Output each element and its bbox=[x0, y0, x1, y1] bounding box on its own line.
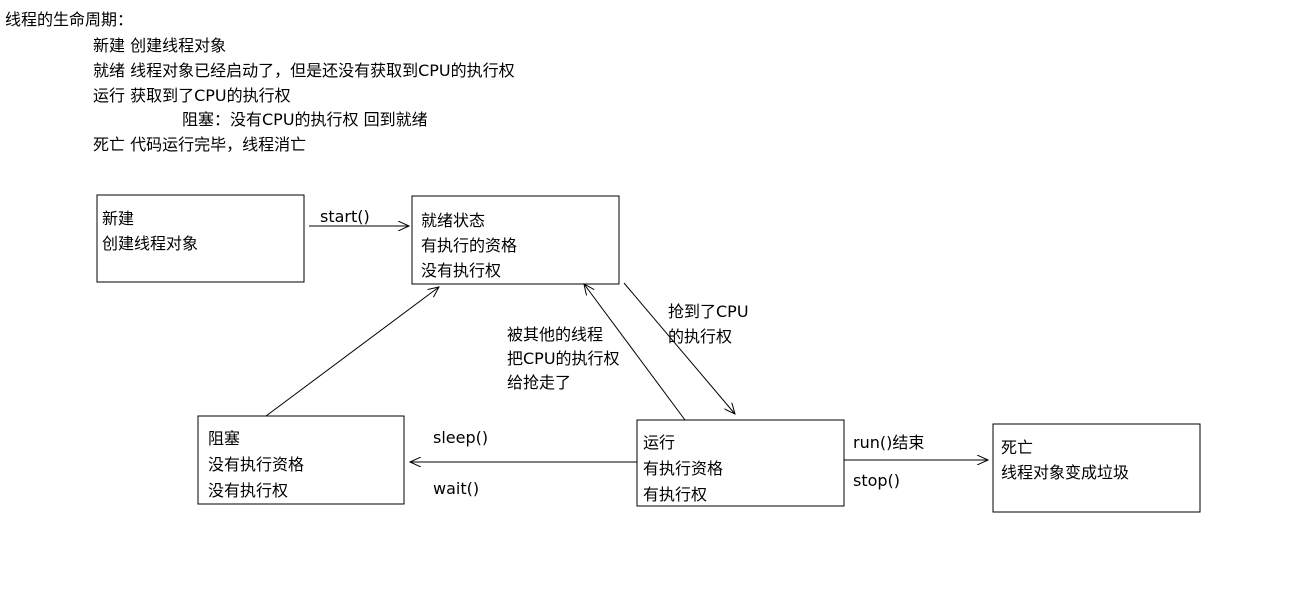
arrow-blocked-to-ready bbox=[265, 287, 439, 417]
lifecycle-notes: 线程的生命周期： 新建 创建线程对象 就绪 线程对象已经启动了，但是还没有获取到… bbox=[0, 0, 1299, 170]
notes-title: 线程的生命周期： bbox=[5, 10, 134, 29]
state-running-line2: 有执行权 bbox=[643, 485, 707, 504]
state-ready-box: 就绪状态 有执行的资格 没有执行权 bbox=[411, 195, 620, 285]
label-stop: stop() bbox=[853, 471, 900, 490]
label-preempted-line1: 被其他的线程 bbox=[507, 325, 603, 344]
note-dead: 死亡 代码运行完毕，线程消亡 bbox=[93, 135, 307, 154]
label-run-end: run()结束 bbox=[853, 433, 924, 452]
state-new-desc: 创建线程对象 bbox=[102, 234, 198, 253]
state-blocked-line1: 没有执行资格 bbox=[208, 455, 304, 474]
state-new-title: 新建 bbox=[102, 209, 134, 228]
state-blocked-title: 阻塞 bbox=[208, 429, 240, 448]
note-ready: 就绪 线程对象已经启动了，但是还没有获取到CPU的执行权 bbox=[93, 61, 515, 80]
state-running-line1: 有执行资格 bbox=[643, 459, 723, 478]
state-dead-desc: 线程对象变成垃圾 bbox=[1001, 463, 1129, 482]
state-running-title: 运行 bbox=[643, 433, 675, 452]
arrow-ready-to-running bbox=[623, 282, 735, 414]
label-grabbed-line2: 的执行权 bbox=[668, 327, 732, 346]
state-ready-line2: 没有执行权 bbox=[421, 261, 501, 280]
state-ready-line1: 有执行的资格 bbox=[421, 236, 517, 255]
label-preempted-line2: 把CPU的执行权 bbox=[507, 349, 620, 368]
note-blocked: 阻塞：没有CPU的执行权 回到就绪 bbox=[182, 110, 428, 129]
label-preempted-line3: 给抢走了 bbox=[507, 373, 571, 392]
state-dead-title: 死亡 bbox=[1001, 438, 1033, 457]
note-running: 运行 获取到了CPU的执行权 bbox=[93, 86, 291, 105]
label-grabbed-line1: 抢到了CPU bbox=[668, 302, 749, 321]
note-new: 新建 创建线程对象 bbox=[93, 36, 227, 55]
state-new-box: 新建 创建线程对象 bbox=[96, 194, 305, 283]
label-sleep: sleep() bbox=[433, 428, 488, 447]
label-start: start() bbox=[320, 207, 370, 226]
state-dead-box: 死亡 线程对象变成垃圾 bbox=[992, 423, 1201, 513]
state-blocked-line2: 没有执行权 bbox=[208, 481, 288, 500]
state-running-box: 运行 有执行资格 有执行权 bbox=[636, 419, 845, 507]
arrow-running-to-ready bbox=[584, 284, 686, 421]
label-wait: wait() bbox=[433, 479, 479, 498]
state-ready-title: 就绪状态 bbox=[421, 211, 485, 230]
state-blocked-box: 阻塞 没有执行资格 没有执行权 bbox=[197, 415, 405, 505]
